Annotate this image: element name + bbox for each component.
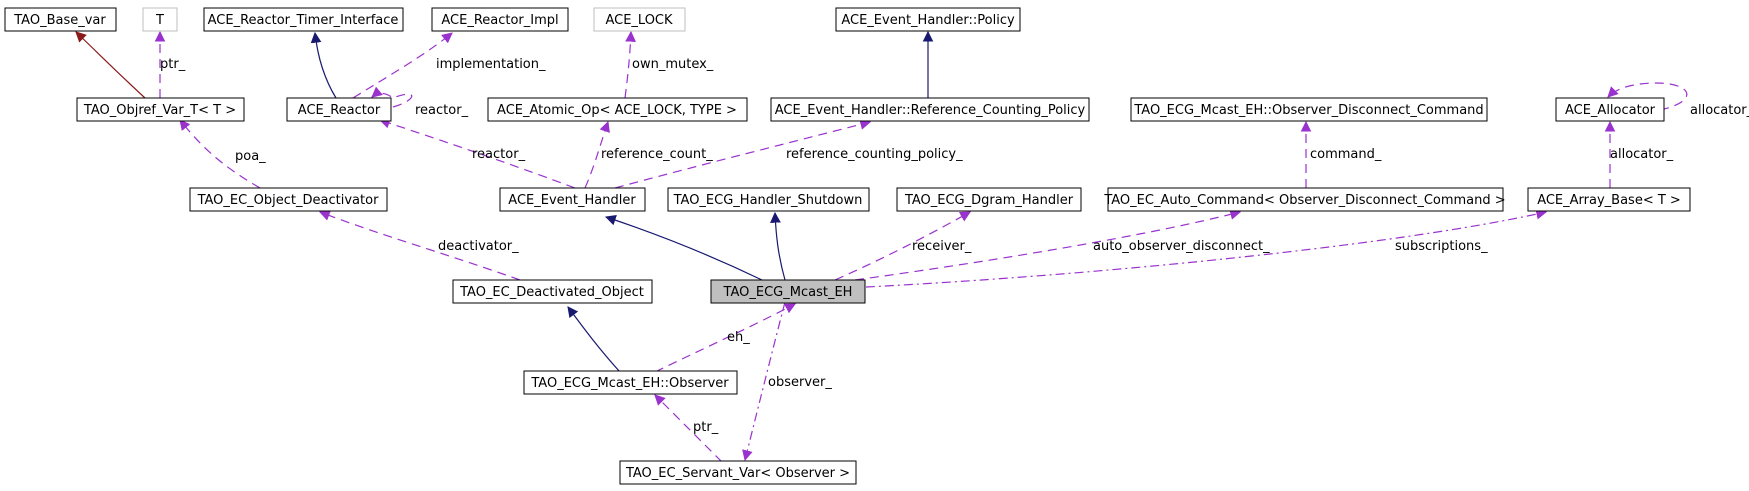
node-observer-disconnect-command[interactable]: TAO_ECG_Mcast_EH::Observer_Disconnect_Co… [1130,97,1488,122]
label-deactivator: deactivator_ [438,239,519,254]
edge-observer-eh [654,303,796,373]
node-tao-ec-auto-command[interactable]: TAO_EC_Auto_Command< Observer_Disconnect… [1103,187,1506,212]
label-eh: eh_ [727,330,750,345]
label-implementation: implementation_ [436,57,546,72]
node-t[interactable]: T [142,7,178,32]
svg-text:ACE_Reactor_Impl: ACE_Reactor_Impl [441,13,558,28]
edge-event-handler-reactor [378,117,576,189]
edge-atomic-own-mutex [624,30,636,99]
svg-text:ACE_Allocator: ACE_Allocator [1565,103,1656,118]
svg-text:ACE_Reactor: ACE_Reactor [298,103,381,118]
edge-mcast-receiver [834,211,971,281]
svg-text:TAO_ECG_Mcast_EH::Observer: TAO_ECG_Mcast_EH::Observer [530,376,729,391]
node-tao-ecg-handler-shutdown[interactable]: TAO_ECG_Handler_Shutdown [667,187,870,212]
label-allocator-self: allocator_ [1690,103,1749,118]
svg-text:TAO_EC_Auto_Command< Observer_: TAO_EC_Auto_Command< Observer_Disconnect… [1103,193,1505,208]
svg-text:ACE_LOCK: ACE_LOCK [605,13,673,28]
node-ace-reactor[interactable]: ACE_Reactor [286,97,392,122]
svg-text:ACE_Event_Handler: ACE_Event_Handler [508,193,636,208]
edge-mcast-to-event-handler [604,214,763,281]
label-reactor-self: reactor_ [415,103,469,118]
edge-event-handler-rcp [614,119,872,189]
label-reference-count: reference_count_ [601,147,713,162]
edge-mcast-to-handler-shutdown [770,211,786,281]
node-tao-ec-deactivated-object[interactable]: TAO_EC_Deactivated_Object [452,279,653,304]
label-subscriptions: subscriptions_ [1395,239,1488,254]
node-tao-base-var[interactable]: TAO_Base_var [4,7,117,32]
svg-text:TAO_Base_var: TAO_Base_var [13,13,106,28]
edge-reactor-to-timer-interface [310,31,337,99]
node-ace-atomic-op[interactable]: ACE_Atomic_Op< ACE_LOCK, TYPE > [487,97,748,122]
edge-allocator-self [1607,82,1688,111]
edge-servant-var-observer [742,301,786,462]
label-allocator: allocator_ [1610,147,1674,162]
node-tao-ecg-mcast-eh-observer[interactable]: TAO_ECG_Mcast_EH::Observer [523,370,738,395]
svg-text:ACE_Event_Handler::Reference_C: ACE_Event_Handler::Reference_Counting_Po… [775,103,1086,118]
node-ace-reactor-impl[interactable]: ACE_Reactor_Impl [431,7,569,32]
nodes: TAO_Base_var T ACE_Reactor_Timer_Interfa… [4,7,1691,485]
label-reference-counting-policy: reference_counting_policy_ [786,147,963,162]
svg-text:ACE_Atomic_Op< ACE_LOCK, TYPE: ACE_Atomic_Op< ACE_LOCK, TYPE > [497,103,737,118]
label-own-mutex: own_mutex_ [632,57,714,72]
node-tao-objref-var-t[interactable]: TAO_Objref_Var_T< T > [76,97,245,122]
node-tao-ec-object-deactivator[interactable]: TAO_EC_Object_Deactivator [189,187,388,212]
node-tao-ecg-dgram-handler[interactable]: TAO_ECG_Dgram_Handler [896,187,1082,212]
label-poa: poa_ [235,149,266,164]
label-reactor-eh: reactor_ [472,147,526,162]
node-ace-lock[interactable]: ACE_LOCK [593,7,686,32]
svg-text:TAO_Objref_Var_T< T >: TAO_Objref_Var_T< T > [83,103,236,118]
label-auto-observer-disconnect: auto_observer_disconnect_ [1093,239,1270,254]
edge-labels: ptr_ implementation_ own_mutex_ reactor_… [160,57,1749,435]
svg-text:ACE_Reactor_Timer_Interface: ACE_Reactor_Timer_Interface [208,13,399,28]
label-ptr-t: ptr_ [160,57,186,72]
node-ace-event-handler-rcp[interactable]: ACE_Event_Handler::Reference_Counting_Po… [770,97,1090,122]
svg-text:TAO_ECG_Mcast_EH::Observer_Dis: TAO_ECG_Mcast_EH::Observer_Disconnect_Co… [1133,103,1483,118]
label-ptr-servant: ptr_ [693,420,719,435]
edge-deactivator-poa [179,119,261,189]
edge-objref-to-base-var [75,31,146,99]
label-receiver: receiver_ [912,239,972,254]
node-ace-array-base[interactable]: ACE_Array_Base< T > [1527,187,1691,212]
node-tao-ecg-mcast-eh[interactable]: TAO_ECG_Mcast_EH [710,279,866,304]
svg-text:ACE_Event_Handler::Policy: ACE_Event_Handler::Policy [841,13,1015,28]
svg-text:ACE_Array_Base< T >: ACE_Array_Base< T > [1537,193,1681,208]
edge-reactor-self [371,86,413,108]
edge-mcast-subscriptions [865,208,1548,288]
node-ace-event-handler-policy[interactable]: ACE_Event_Handler::Policy [835,7,1021,32]
label-command: command_ [1310,147,1382,162]
label-observer: observer_ [768,375,832,390]
edges [75,30,1688,463]
edge-servant-var-ptr [654,394,723,463]
svg-text:TAO_ECG_Handler_Shutdown: TAO_ECG_Handler_Shutdown [673,193,863,208]
svg-text:TAO_ECG_Dgram_Handler: TAO_ECG_Dgram_Handler [904,193,1074,208]
svg-text:TAO_EC_Object_Deactivator: TAO_EC_Object_Deactivator [197,193,380,208]
svg-text:TAO_EC_Servant_Var< Observer >: TAO_EC_Servant_Var< Observer > [625,466,850,481]
node-ace-event-handler[interactable]: ACE_Event_Handler [499,187,646,212]
edge-mcast-auto-observer-disconnect [854,209,1242,281]
edge-reactor-implementation [352,32,453,99]
node-ace-allocator[interactable]: ACE_Allocator [1555,97,1665,122]
svg-text:T: T [155,13,164,28]
svg-text:TAO_EC_Deactivated_Object: TAO_EC_Deactivated_Object [459,285,644,300]
svg-text:TAO_ECG_Mcast_EH: TAO_ECG_Mcast_EH [723,285,853,300]
edge-event-handler-reference-count [584,120,610,189]
edge-observer-to-deactivated-object [567,306,621,373]
node-tao-ec-servant-var[interactable]: TAO_EC_Servant_Var< Observer > [619,460,857,485]
edge-deactivated-object-deactivator [318,210,521,281]
node-ace-reactor-timer-interface[interactable]: ACE_Reactor_Timer_Interface [203,7,404,32]
